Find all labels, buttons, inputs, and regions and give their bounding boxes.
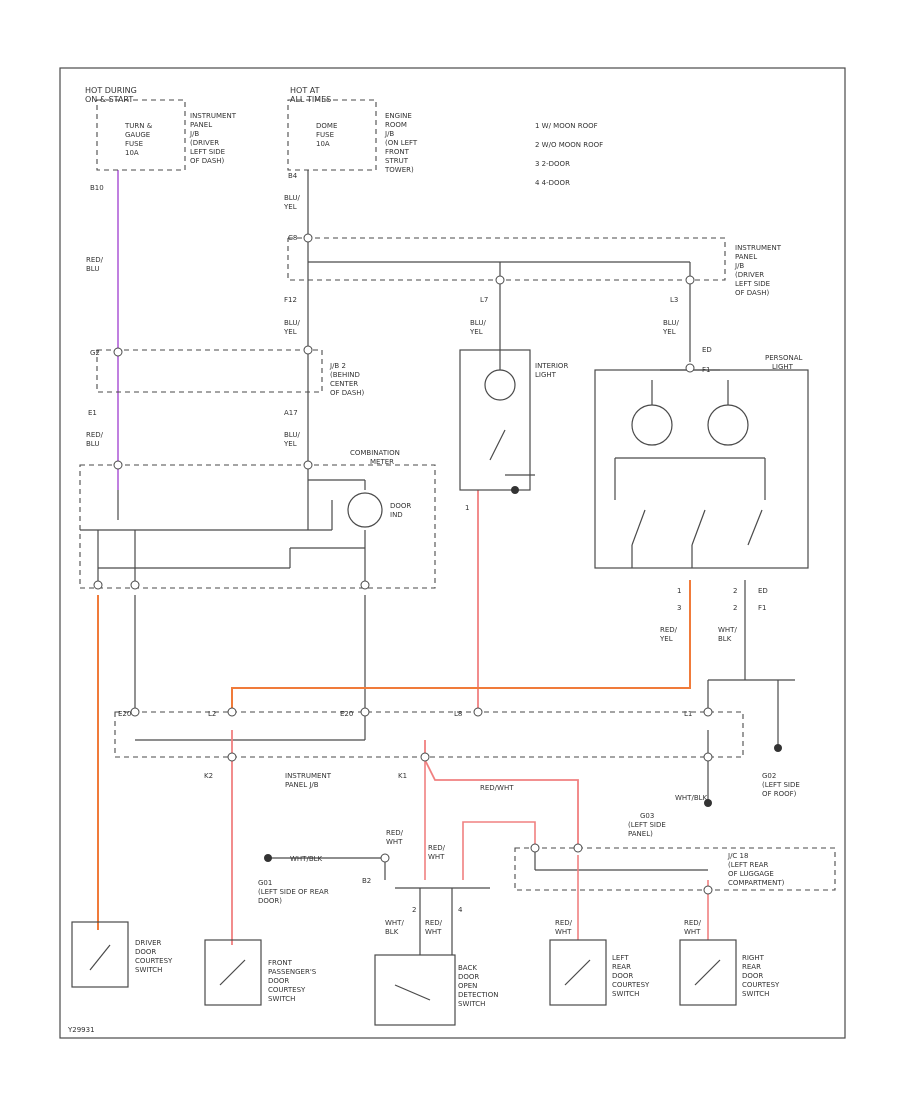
- wire-blu-yel-4: BLU/YEL: [469, 319, 486, 336]
- conn-ed: ED: [702, 346, 712, 354]
- conn-a17: A17: [284, 409, 298, 417]
- right-rear-switch-box: [679, 939, 737, 1006]
- wire-wht-blk: WHT/BLK: [718, 626, 737, 643]
- conn-s4: 4: [458, 906, 463, 914]
- wire-red-wht-3: RED/WHT: [425, 919, 443, 936]
- conn-b10: B10: [90, 184, 104, 192]
- conn-e20: E20: [118, 710, 131, 718]
- jb-boundaries: [79, 99, 836, 891]
- back-door-switch-box: [374, 954, 456, 1026]
- wire-red-yel: RED/YEL: [659, 626, 678, 643]
- wire-red-blu-1: RED/BLU: [86, 256, 104, 273]
- wire-wht-blk-3: WHT/BLK: [290, 855, 323, 863]
- driver-switch-box: [71, 921, 129, 988]
- wire-blu-yel-5: BLU/YEL: [662, 319, 679, 336]
- conn-f1: F1: [702, 366, 710, 374]
- interior-light-box: [459, 349, 531, 491]
- wire-wht-blk-4: WHT/BLK: [385, 919, 404, 936]
- conn-l3: L3: [670, 296, 678, 304]
- conn-b2: B2: [362, 877, 371, 885]
- wire-blu-yel-3: BLU/YEL: [283, 431, 300, 448]
- wire-red-wht-1: RED/WHT: [386, 829, 404, 846]
- personal-light-box: [594, 369, 809, 569]
- conn-k1-bottom: K1: [398, 772, 407, 780]
- wire-blu-yel-1: BLU/YEL: [283, 194, 300, 211]
- conn-i1: 1: [465, 504, 469, 512]
- conn-g2: G2: [90, 349, 100, 357]
- conn-ed-b: ED: [758, 587, 768, 595]
- personal-lamp-right-icon: [707, 404, 749, 446]
- conn-l8: L8: [454, 710, 462, 718]
- conn-d2: 3: [677, 604, 681, 612]
- wire-red-wht-2: RED/WHT: [428, 844, 446, 861]
- connector-symbols: [93, 233, 713, 895]
- ground-g01-icon: [264, 854, 272, 862]
- conn-f1-b: F1: [758, 604, 766, 612]
- ground-interior-icon: [511, 486, 519, 494]
- wire-red-blu-2: RED/BLU: [86, 431, 104, 448]
- wires: [80, 170, 795, 955]
- conn-d1: 1: [677, 587, 681, 595]
- wire-red-wht-4: RED/WHT: [555, 919, 573, 936]
- wire-red-wht-diag: RED/WHT: [480, 784, 514, 792]
- conn-l2: L2: [208, 710, 216, 718]
- conn-k2: 2: [733, 604, 737, 612]
- footer-code: Y29931: [67, 1026, 95, 1034]
- door-ind-lamp-icon: [347, 492, 383, 528]
- wire-blu-yel-2: BLU/YEL: [283, 319, 300, 336]
- ground-g03-icon: [704, 799, 712, 807]
- conn-l1: L1: [684, 710, 692, 718]
- wire-red-wht-5: RED/WHT: [684, 919, 702, 936]
- conn-k1: 2: [733, 587, 737, 595]
- front-pass-switch-box: [204, 939, 262, 1006]
- personal-lamp-left-icon: [631, 404, 673, 446]
- left-rear-switch-box: [549, 939, 607, 1006]
- ground-g02-icon: [774, 744, 782, 752]
- conn-l7: L7: [480, 296, 488, 304]
- conn-f12: F12: [284, 296, 297, 304]
- interior-lamp-icon: [484, 369, 516, 401]
- wire-wht-blk-2: WHT/BLK: [675, 794, 708, 802]
- conn-k2-bottom: K2: [204, 772, 213, 780]
- conn-c8: C8: [288, 234, 297, 242]
- component-boxes: [71, 349, 809, 1026]
- conn-s2: 2: [412, 906, 416, 914]
- diagram-frame: [59, 67, 846, 1039]
- conn-e20b: E20: [340, 710, 353, 718]
- conn-b4: B4: [288, 172, 298, 180]
- conn-e1: E1: [88, 409, 97, 417]
